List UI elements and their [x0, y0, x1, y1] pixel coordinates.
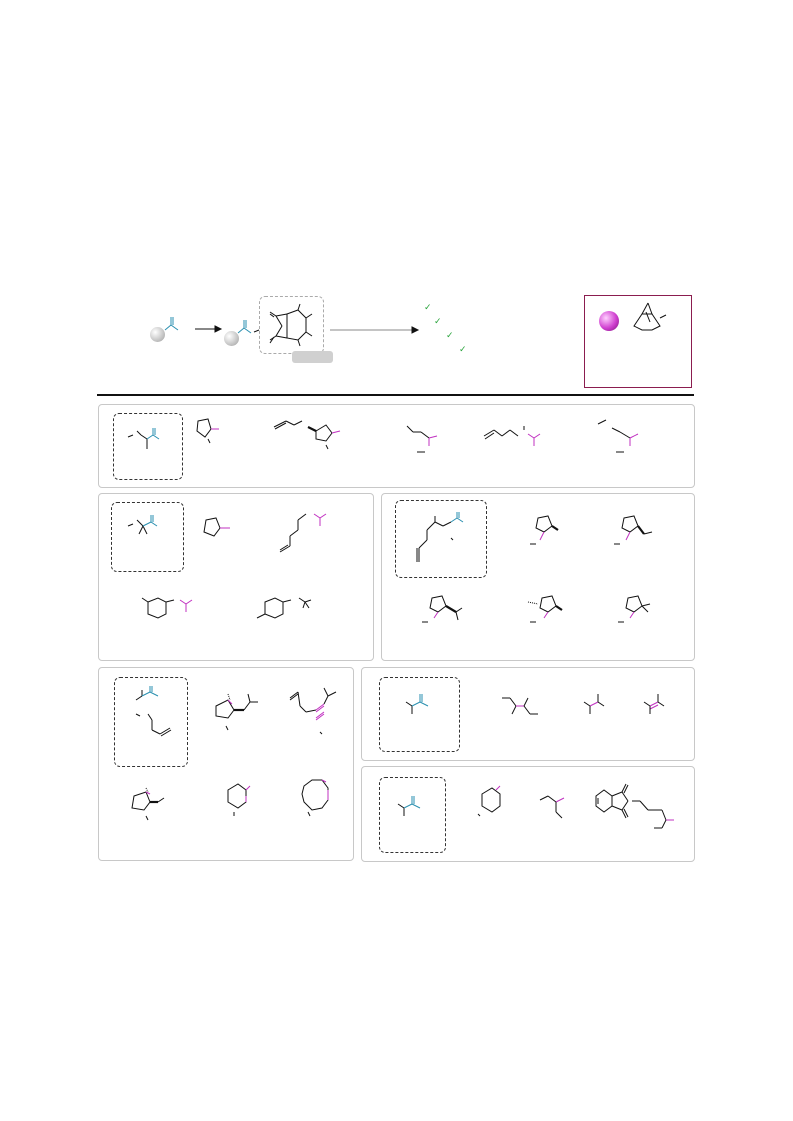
structure-3c [614, 515, 653, 545]
check-icon: ✓ [434, 316, 442, 326]
structure-3d [422, 595, 463, 623]
structure-1a [127, 428, 160, 449]
structure-3a [416, 512, 464, 562]
panel-6 [361, 766, 695, 862]
norbornane-structure [633, 302, 667, 331]
legend-frame [584, 295, 692, 388]
grey-label-pill [292, 351, 333, 363]
structure-3f [618, 595, 651, 623]
arrow-icon [330, 326, 420, 334]
dashed-box-6 [379, 777, 446, 853]
panel-2 [98, 493, 374, 661]
structure-3b [530, 515, 559, 545]
dashed-box-4 [114, 677, 188, 767]
structure-4c [289, 687, 337, 735]
panel-1 [98, 404, 695, 488]
divider [97, 394, 694, 396]
structure-2d [141, 597, 193, 619]
structure-1c [273, 420, 341, 450]
grey-sphere-icon [150, 327, 165, 342]
structure-1f [597, 419, 639, 453]
structure-5a [405, 694, 429, 714]
structure-1e [483, 426, 541, 446]
dashed-box-2 [111, 502, 184, 572]
dashed-box-1 [113, 413, 183, 480]
structure-5c [583, 694, 605, 714]
structure-6c [539, 795, 565, 819]
phthalimide-structure [269, 303, 313, 347]
reagent-box [259, 296, 324, 354]
panel-3 [381, 493, 695, 661]
structure-5d [643, 694, 665, 714]
carbonyl-structure-1 [164, 317, 179, 331]
panel-4 [98, 667, 354, 861]
structure-3e [527, 595, 563, 623]
structure-4f [301, 779, 329, 817]
structure-4b [215, 693, 258, 731]
structure-6b [477, 785, 501, 817]
magenta-sphere-icon [599, 311, 619, 331]
dashed-box-3 [395, 500, 487, 578]
structure-1b [196, 418, 219, 444]
structure-4d [131, 787, 165, 821]
reaction-scheme: ✓ ✓ ✓ ✓ [0, 0, 793, 400]
structure-4e [227, 783, 251, 816]
check-icon: ✓ [446, 330, 454, 340]
carbonyl-structure-2 [237, 320, 260, 334]
structure-2b [203, 517, 230, 537]
structure-2e [256, 597, 312, 619]
structure-6a [397, 796, 421, 816]
structure-5b [502, 697, 538, 715]
structure-2a [127, 515, 158, 535]
check-icon: ✓ [459, 344, 467, 354]
structure-1d [406, 425, 438, 453]
panel-5 [361, 667, 695, 761]
arrow-icon [195, 325, 223, 333]
grey-sphere-icon [224, 331, 239, 346]
structure-6d [595, 783, 674, 829]
dashed-box-5 [379, 677, 460, 752]
structure-4a [135, 686, 172, 737]
check-icon: ✓ [424, 302, 432, 312]
structure-2c [279, 513, 327, 553]
